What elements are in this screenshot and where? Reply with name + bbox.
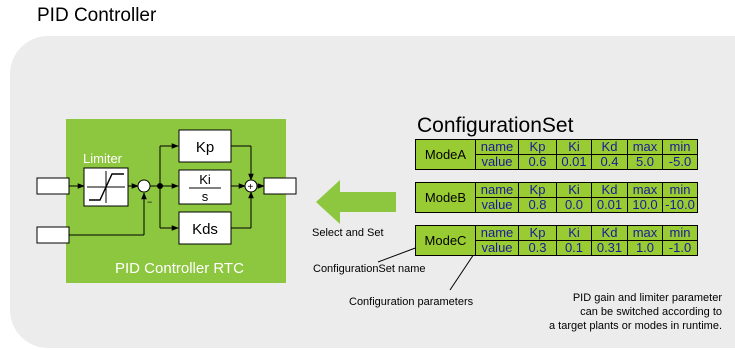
header-name: name [475, 225, 519, 241]
value-max[interactable]: 1.0 [627, 240, 663, 256]
header-kd: Kd [591, 139, 628, 155]
minus-sign: − [147, 197, 152, 207]
limiter-icon [87, 171, 125, 203]
select-and-set-arrow [316, 180, 396, 224]
header-ki: Ki [556, 225, 592, 241]
mode-name[interactable]: ModeC [415, 225, 476, 256]
header-kd: Kd [591, 225, 628, 241]
rtc-label: PID Controller RTC [115, 260, 244, 277]
header-kp: Kp [518, 225, 557, 241]
value-kp[interactable]: 0.8 [518, 197, 557, 213]
page-title: PID Controller [37, 5, 157, 26]
select-and-set-label: Select and Set [312, 227, 384, 239]
header-kd: Kd [591, 182, 628, 198]
value-min[interactable]: -5.0 [662, 154, 698, 170]
value-kd[interactable]: 0.4 [591, 154, 628, 170]
ki-denominator: s [202, 189, 209, 204]
plus-sign: + [248, 182, 254, 193]
header-max: max [627, 182, 663, 198]
input-port-2[interactable] [36, 226, 70, 244]
header-name: name [475, 139, 519, 155]
value-kd[interactable]: 0.01 [591, 197, 628, 213]
ki-block [178, 169, 232, 205]
header-ki: Ki [556, 182, 592, 198]
parameters-leader [449, 253, 475, 291]
header-min: min [662, 225, 698, 241]
output-port[interactable] [263, 177, 297, 195]
mode-name[interactable]: ModeB [415, 182, 476, 213]
header-max: max [627, 139, 663, 155]
value-min[interactable]: -1.0 [662, 240, 698, 256]
input-port-1[interactable] [36, 177, 70, 195]
header-name: name [475, 182, 519, 198]
value-max[interactable]: 5.0 [627, 154, 663, 170]
mode-name[interactable]: ModeA [415, 139, 476, 170]
runtime-switch-note: PID gain and limiter parameter can be sw… [500, 291, 722, 333]
value-ki[interactable]: 0.01 [556, 154, 592, 170]
value-ki[interactable]: 0.0 [556, 197, 592, 213]
note-line-3: a target plants or modes in runtime. [548, 320, 722, 332]
limiter-label: Limiter [83, 151, 123, 166]
value-min[interactable]: -10.0 [662, 197, 698, 213]
value-ki[interactable]: 0.1 [556, 240, 592, 256]
header-ki: Ki [556, 139, 592, 155]
ki-numerator: Ki [199, 172, 211, 187]
configuration-set-name-label: ConfigurationSet name [313, 263, 426, 275]
value-kp[interactable]: 0.3 [518, 240, 557, 256]
value-max[interactable]: 10.0 [627, 197, 663, 213]
header-kp: Kp [518, 139, 557, 155]
row-label-value: value [475, 197, 519, 213]
kds-label: Kds [192, 221, 218, 238]
error-sum-junction [137, 179, 151, 193]
config-table-mode-b[interactable]: ModeB name Kp Ki Kd max min value 0.8 0.… [415, 182, 698, 213]
header-min: min [662, 139, 698, 155]
kds-block [178, 211, 232, 245]
kp-label: Kp [196, 139, 214, 156]
header-kp: Kp [518, 182, 557, 198]
row-label-value: value [475, 240, 519, 256]
config-table-mode-a[interactable]: ModeA name Kp Ki Kd max min value 0.6 0.… [415, 139, 698, 170]
configuration-set-title: ConfigurationSet [417, 114, 574, 137]
row-label-value: value [475, 154, 519, 170]
header-max: max [627, 225, 663, 241]
note-line-1: PID gain and limiter parameter [572, 292, 722, 304]
value-kd[interactable]: 0.31 [591, 240, 628, 256]
note-line-2: can be switched according to [580, 306, 722, 318]
header-min: min [662, 182, 698, 198]
configuration-parameters-label: Configuration parameters [349, 296, 474, 308]
value-kp[interactable]: 0.6 [518, 154, 557, 170]
config-table-mode-c[interactable]: ModeC name Kp Ki Kd max min value 0.3 0.… [415, 225, 698, 256]
